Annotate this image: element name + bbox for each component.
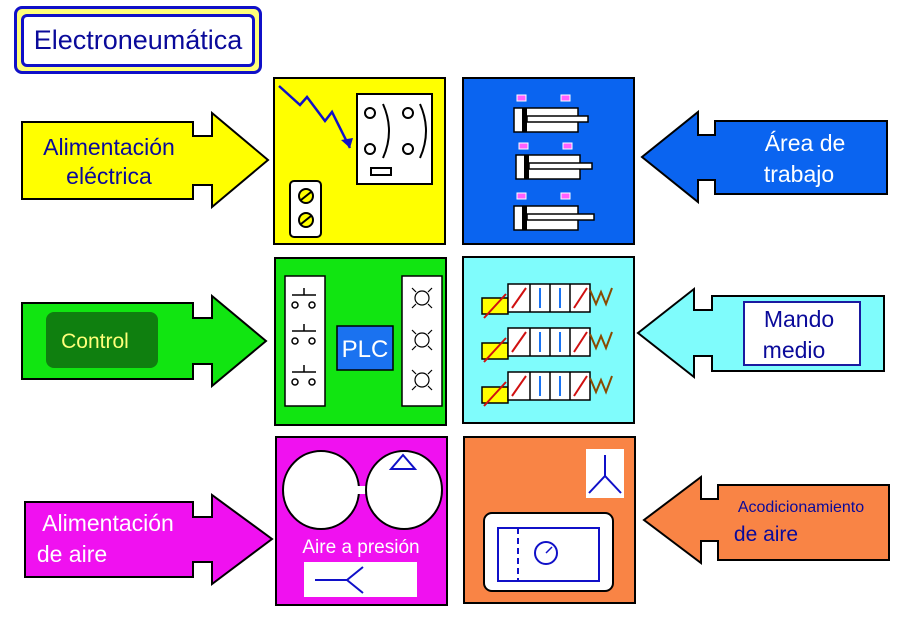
label-aire-presion: Aire a presión [302, 537, 419, 558]
indicator-lamps-icon [401, 275, 443, 407]
socket-icon [356, 93, 433, 185]
label-alimentacion-aire-2: de aire [37, 541, 107, 567]
gauge-icon [534, 541, 558, 565]
tank-icon [365, 450, 443, 530]
label-area-trabajo-2: trabajo [764, 161, 834, 187]
label-control: Control [61, 330, 129, 353]
page-title: Electroneumática [21, 14, 255, 67]
frl-unit-icon [483, 512, 614, 592]
label-alimentacion-electrica-2: eléctrica [66, 163, 152, 189]
arrow-control: Control [21, 293, 268, 389]
lightning-icon [278, 85, 352, 149]
cylinder-icon [515, 142, 593, 180]
label-alimentacion-electrica-1: Alimentación [43, 134, 175, 160]
arrow-acondicionamiento-aire: Acodicionamiento de aire [642, 474, 890, 566]
directional-valve-icon [481, 327, 613, 363]
electrical-supply-panel [273, 77, 446, 245]
arrow-alimentacion-electrica: Alimentación eléctrica [21, 110, 270, 210]
arrow-mando-medio: Mando medio [636, 286, 885, 380]
label-area-trabajo-1: Área de [765, 130, 846, 156]
arrow-area-trabajo: Área de trabajo [640, 109, 888, 205]
directional-valve-icon [481, 283, 613, 319]
plc-icon [336, 325, 394, 371]
arrow-alimentacion-aire: Alimentación de aire [24, 493, 274, 586]
compressor-icon [282, 450, 360, 530]
label-alimentacion-aire-1: Alimentación [42, 510, 174, 536]
control-panel: PLC [274, 257, 447, 426]
cylinder-icon [513, 192, 595, 231]
air-conditioning-panel [463, 436, 636, 604]
air-supply-panel: Aire a presión [275, 436, 448, 606]
directional-valve-icon [481, 371, 613, 407]
label-mando-medio-2: medio [763, 337, 826, 363]
work-area-panel [462, 77, 635, 245]
plc-label: PLC [342, 336, 389, 363]
label-acondicionamiento-2: de aire [734, 523, 798, 546]
label-mando-medio-1: Mando [764, 306, 834, 332]
cylinder-icon [513, 94, 589, 133]
valve-panel [462, 256, 635, 424]
label-acondicionamiento-1: Acodicionamiento [738, 499, 864, 516]
